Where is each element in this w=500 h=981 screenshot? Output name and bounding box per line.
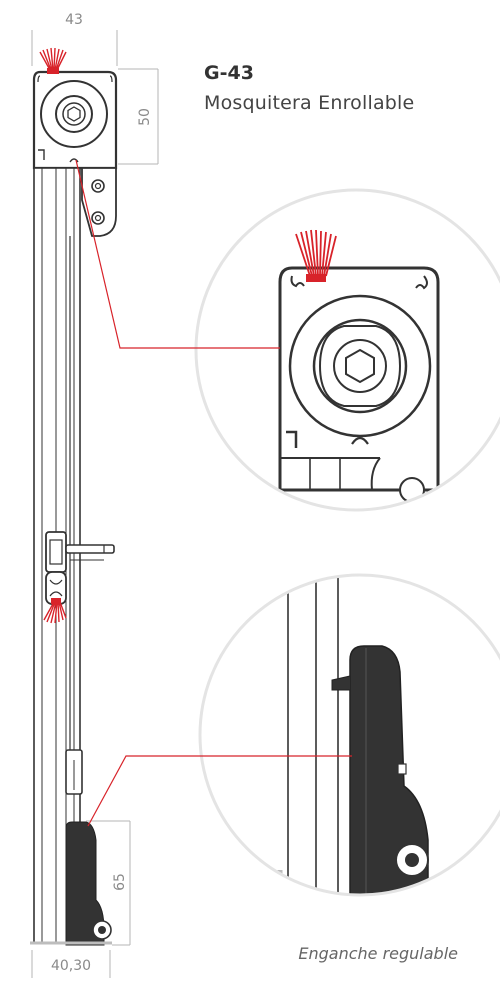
- dimension-bottom-width-value: 40,30: [51, 958, 91, 974]
- dimension-top-width: 43: [31, 12, 118, 66]
- brush-marker-middle: [43, 598, 67, 624]
- dimension-top-width-value: 43: [65, 12, 83, 28]
- product-code: G-43: [204, 62, 254, 84]
- leader-line-bottom: [87, 755, 352, 827]
- dimension-bottom-width: 40,30: [31, 950, 111, 978]
- dimension-bottom-height: 65: [86, 820, 131, 946]
- dimension-bottom-height-value: 65: [112, 873, 128, 891]
- detail-circle-top: [194, 188, 500, 512]
- detail-circle-bottom: [198, 573, 500, 897]
- detail-caption-enganche: Enganche regulable: [298, 944, 458, 963]
- brush-marker-top: [39, 47, 67, 74]
- main-profile: [30, 70, 118, 946]
- product-name: Mosquitera Enrollable: [204, 92, 415, 114]
- side-bracket: [81, 120, 117, 237]
- leader-line-top: [75, 159, 280, 349]
- dimension-box-height: 50: [118, 68, 159, 165]
- dimension-box-height-value: 50: [137, 108, 153, 126]
